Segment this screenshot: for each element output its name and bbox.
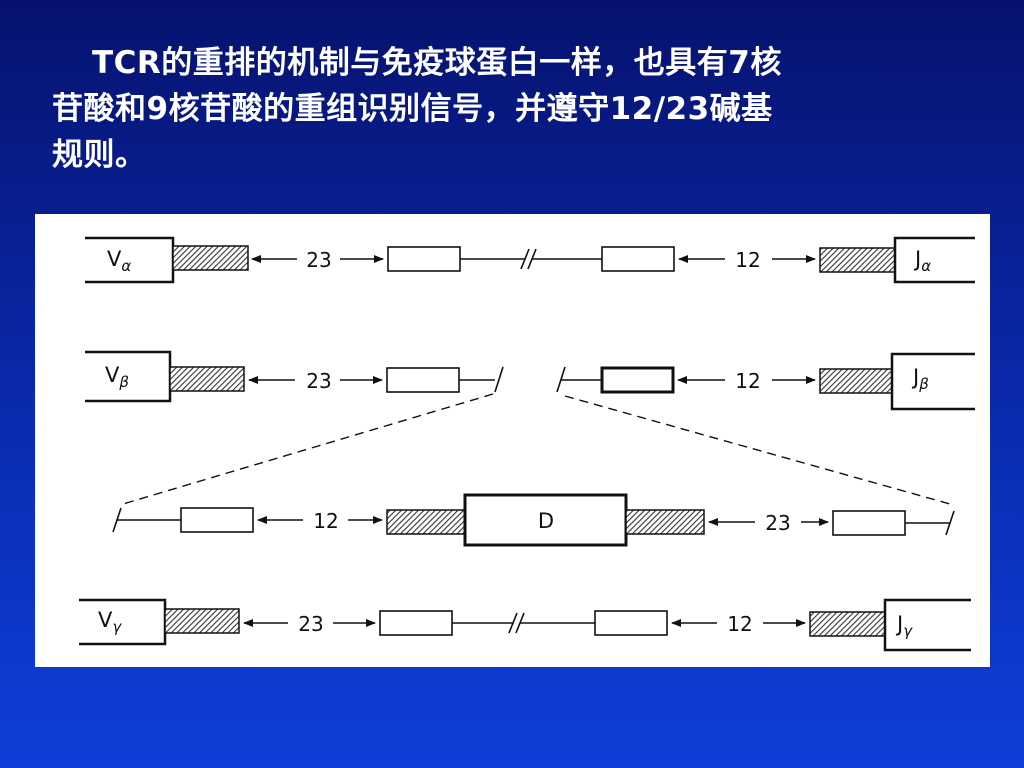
spacer-label-left: 12	[313, 509, 338, 533]
heptamer-nonamer-signal-left	[386, 509, 466, 535]
row-d-segment: 12 D 23	[112, 493, 955, 547]
cut-end-mark	[945, 510, 955, 536]
j-beta-segment	[890, 352, 975, 411]
row-beta: Vβ 23 12 Jβ	[85, 350, 975, 411]
rearrangement-diagram: Vα 23 12 Jα Vβ 23	[79, 236, 975, 652]
v-gamma-label: Vγ	[98, 608, 122, 636]
signal-box-left	[379, 610, 453, 636]
heptamer-nonamer-signal-left	[169, 366, 245, 392]
spacer-label-left: 23	[306, 369, 331, 393]
heptamer-nonamer-signal-right	[819, 368, 893, 394]
diagram-panel: Vα 23 12 Jα Vβ 23	[35, 214, 990, 667]
spacer-label-left: 23	[306, 248, 331, 272]
signal-box-right	[594, 610, 668, 636]
heptamer-nonamer-signal-right	[625, 509, 705, 535]
expansion-dashed-line-left	[122, 393, 494, 505]
spacer-label-right: 12	[735, 369, 760, 393]
heptamer-nonamer-signal-right	[809, 611, 886, 637]
v-gamma-segment	[79, 598, 167, 646]
title-line-2: 苷酸和9核苷酸的重组识别信号，并遵守12/23碱基	[52, 91, 773, 127]
break-mark	[508, 612, 518, 634]
slide-title: TCR的重排的机制与免疫球蛋白一样，也具有7核 苷酸和9核苷酸的重组识别信号，并…	[52, 40, 952, 178]
v-alpha-label: Vα	[107, 247, 131, 275]
cut-end-mark	[494, 366, 504, 393]
spacer-label-right: 23	[765, 511, 790, 535]
heptamer-nonamer-signal-left	[164, 608, 240, 634]
row-alpha: Vα 23 12 Jα	[85, 236, 975, 284]
title-line-3: 规则。	[52, 137, 147, 173]
j-alpha-label: Jα	[913, 247, 931, 275]
j-gamma-segment	[883, 598, 971, 652]
signal-box-left	[387, 246, 461, 272]
signal-box-right	[600, 366, 675, 394]
heptamer-nonamer-signal-right	[819, 247, 896, 273]
expansion-dashed-line-right	[564, 395, 951, 505]
heptamer-nonamer-signal-left	[172, 245, 249, 271]
j-gamma-label: Jγ	[895, 612, 913, 640]
signal-box-left	[180, 507, 254, 533]
d-segment-label: D	[538, 509, 554, 533]
j-beta-label: Jβ	[911, 365, 929, 393]
v-beta-label: Vβ	[105, 363, 129, 391]
signal-box-right	[601, 246, 675, 272]
row-gamma: Vγ 23 12 Jγ	[79, 598, 971, 652]
spacer-label-left: 23	[298, 612, 323, 636]
signal-box-right	[832, 510, 906, 536]
j-alpha-segment	[893, 236, 975, 284]
break-mark	[520, 248, 530, 270]
spacer-label-right: 12	[727, 612, 752, 636]
signal-box-left	[386, 367, 460, 393]
spacer-label-right: 12	[735, 248, 760, 272]
title-line-1: TCR的重排的机制与免疫球蛋白一样，也具有7核	[92, 45, 782, 81]
